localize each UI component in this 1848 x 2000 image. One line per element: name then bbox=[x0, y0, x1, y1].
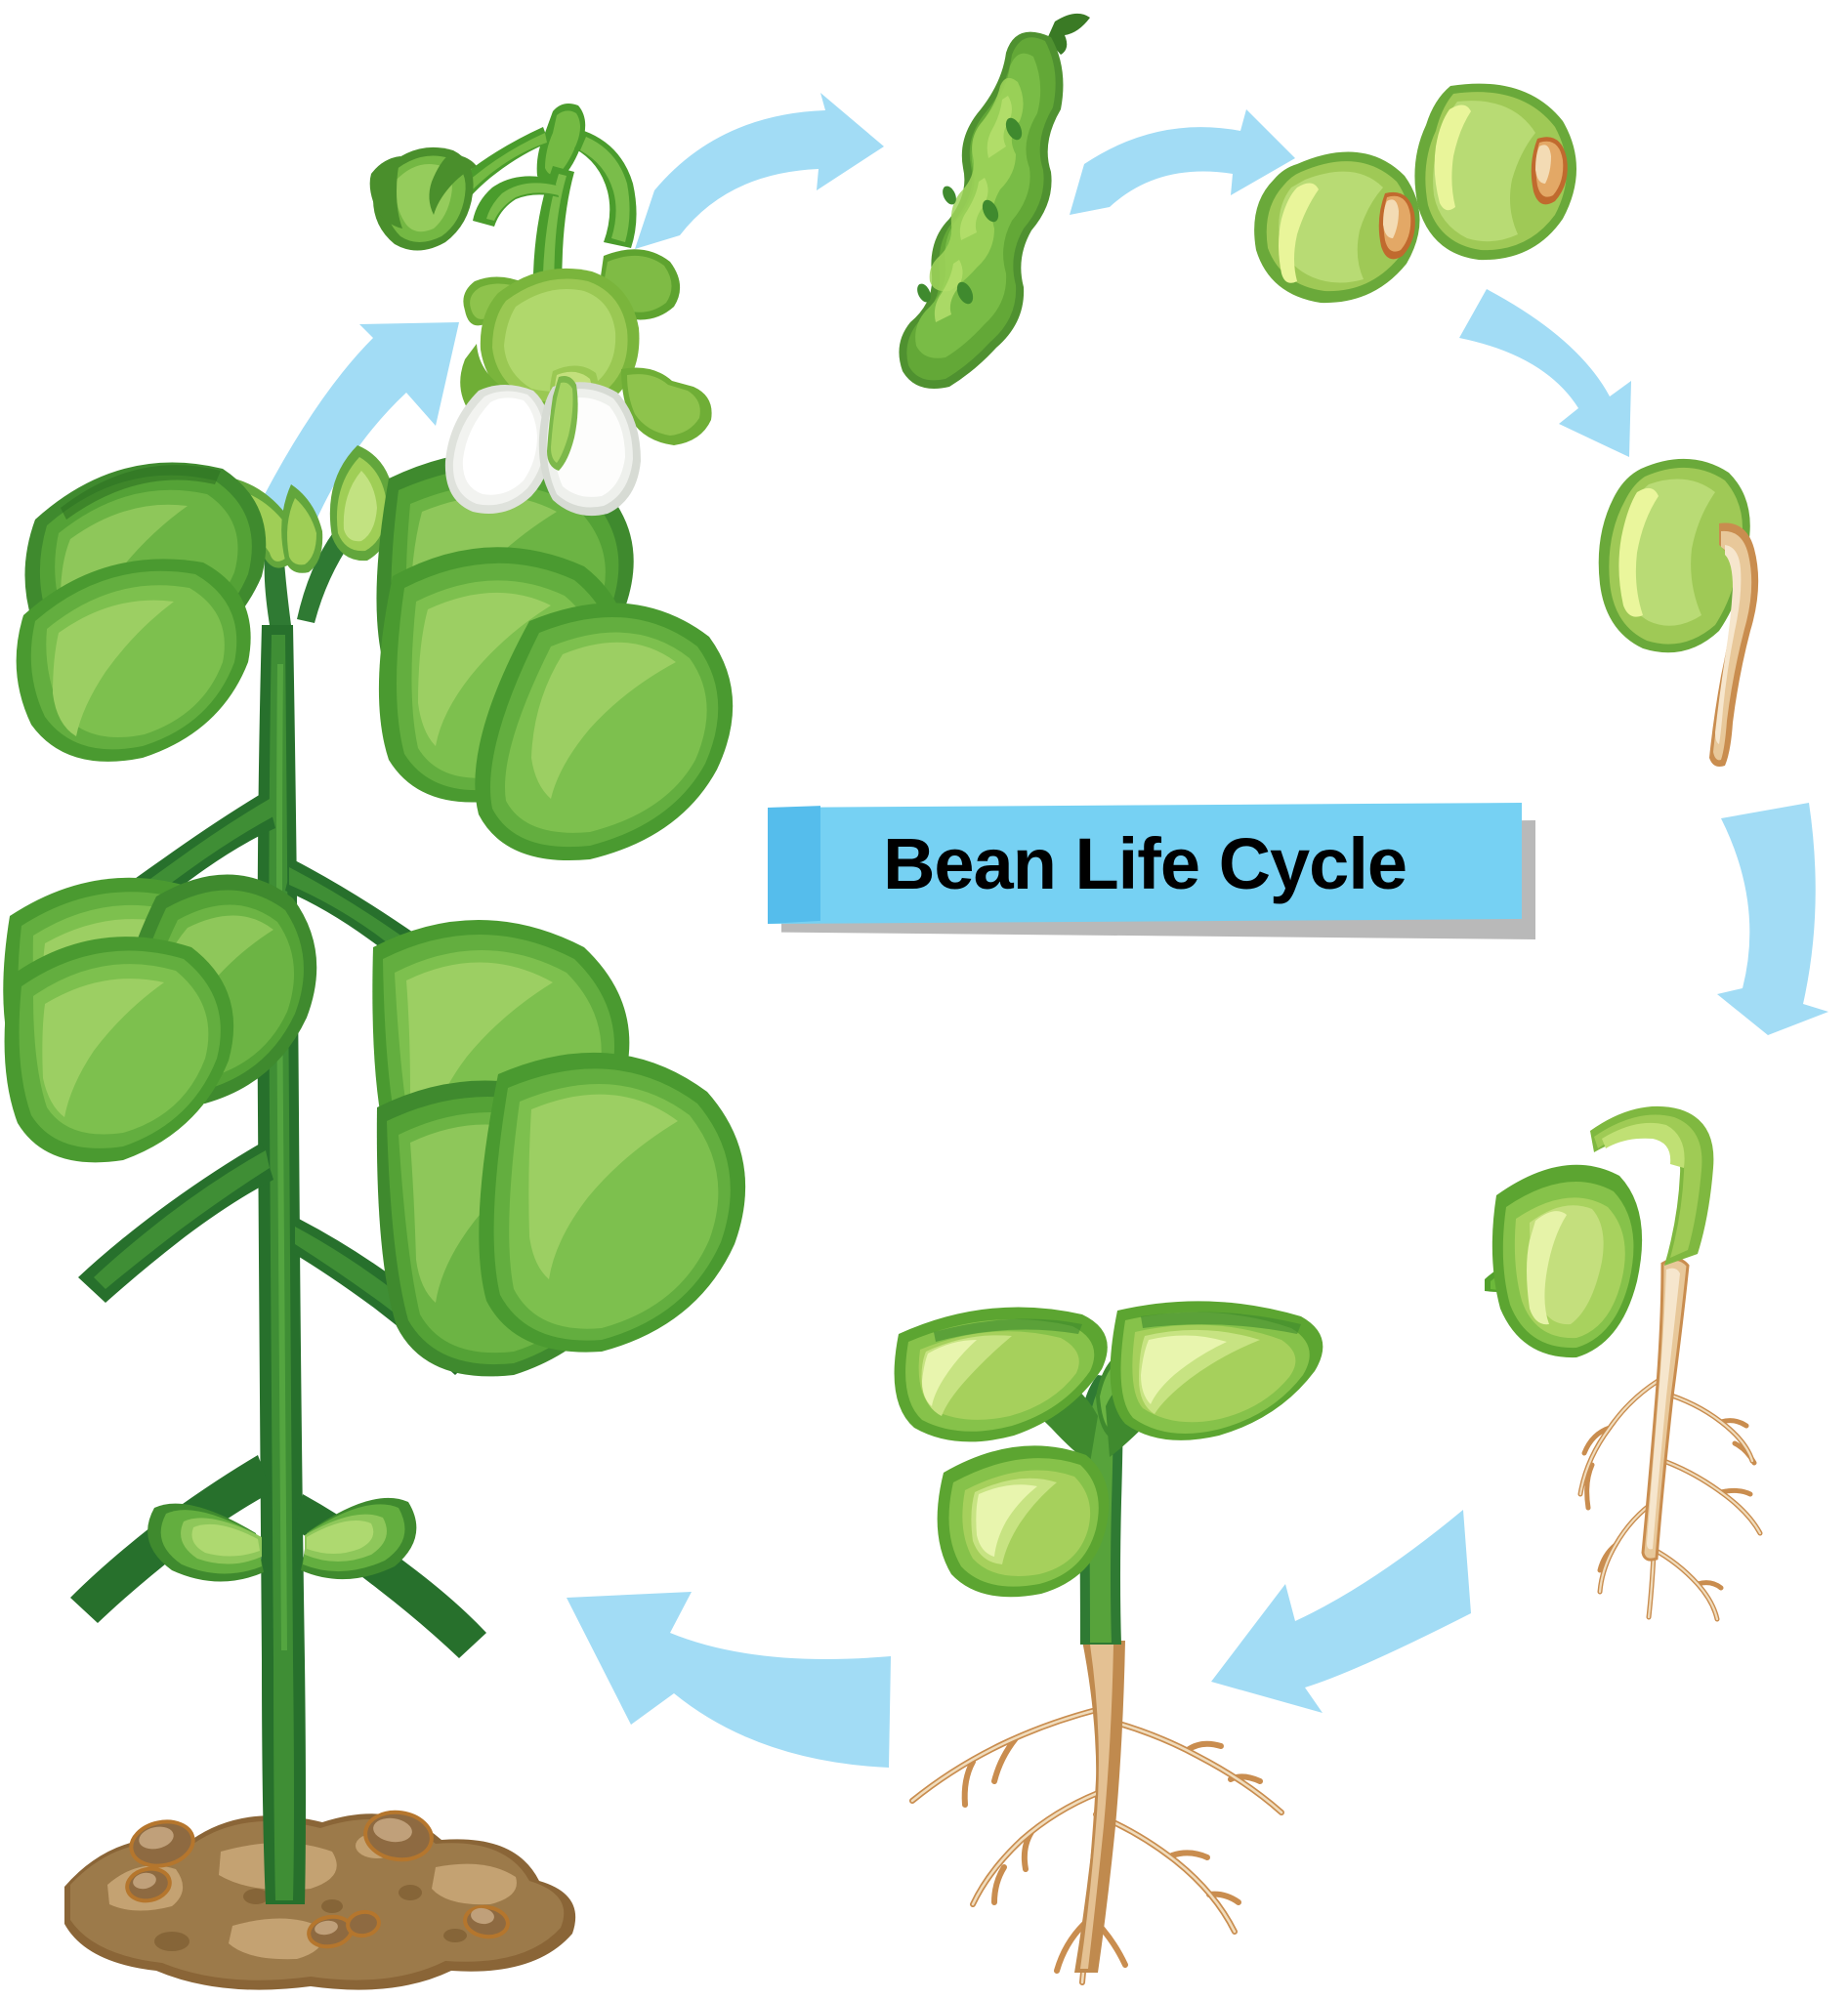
seed-left bbox=[1254, 151, 1420, 304]
arrow-flower-to-pod bbox=[635, 93, 884, 249]
arrow-mature-to-flower bbox=[254, 322, 459, 533]
arrow-pod-to-seeds bbox=[1070, 109, 1295, 215]
soil-mound bbox=[64, 1810, 576, 1990]
banner-background bbox=[768, 803, 1522, 924]
stage-young-plant bbox=[894, 1301, 1323, 1985]
stage-seedling-with-roots bbox=[1485, 1105, 1763, 1622]
banner-left-edge bbox=[768, 806, 820, 924]
stage-seeds bbox=[1254, 83, 1576, 304]
arrow-germinating-to-seedling bbox=[1717, 803, 1828, 1035]
flower-stem bbox=[369, 104, 637, 344]
arrow-seedling-to-young-plant bbox=[1211, 1510, 1471, 1713]
stage-mature-plant bbox=[3, 445, 746, 1990]
title-banner: Bean Life Cycle bbox=[768, 803, 1535, 939]
arrow-seeds-to-germinating bbox=[1459, 289, 1631, 457]
arrow-young-to-mature bbox=[567, 1592, 891, 1768]
stage-bean-pod bbox=[899, 13, 1090, 390]
seed-right bbox=[1414, 83, 1576, 261]
stage-germinating-seed bbox=[1598, 458, 1759, 767]
flower-petals bbox=[444, 376, 641, 517]
stage-flower bbox=[369, 104, 712, 517]
diagram-title: Bean Life Cycle bbox=[882, 822, 1407, 904]
